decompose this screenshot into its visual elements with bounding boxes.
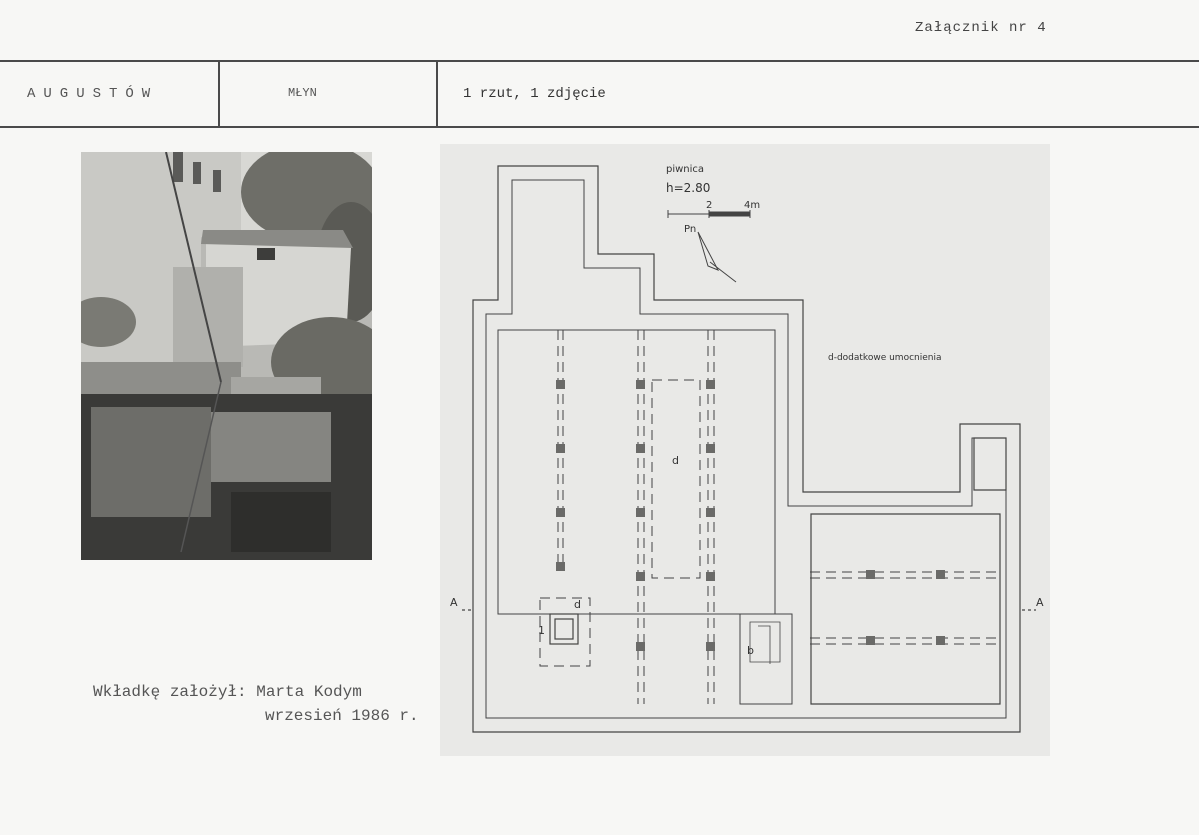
author-line: Wkładkę założył: Marta Kodym <box>93 683 362 701</box>
annex-label: Załącznik nr 4 <box>915 20 1047 36</box>
section-left-label: A <box>450 596 458 609</box>
height-label: h=2.80 <box>666 181 710 195</box>
pillars <box>556 380 945 651</box>
level-label: piwnica <box>666 164 704 175</box>
reinforcement-lines <box>539 330 1000 704</box>
header-object-cell: MŁYN <box>220 62 438 126</box>
object-label: MŁYN <box>288 86 317 100</box>
header-place-cell: AUGUSTÓW <box>0 62 220 126</box>
floor-plan: piwnica h=2.80 2 4m Pn d-dodatkowe umocn… <box>440 144 1050 756</box>
mill-photo <box>81 152 372 560</box>
section-right-label: A <box>1036 596 1044 609</box>
label-d-chamber: d <box>574 598 581 611</box>
place-label: AUGUSTÓW <box>27 86 159 102</box>
label-1: 1 <box>538 624 545 637</box>
label-b: b <box>747 644 754 657</box>
north-arrow-icon <box>697 231 737 283</box>
legend-text: d-dodatkowe umocnienia <box>828 353 941 363</box>
contents-label: 1 rzut, 1 zdjęcie <box>463 86 606 102</box>
label-d-center: d <box>672 454 679 467</box>
scale-mid-label: 2 <box>706 200 712 211</box>
author-note: Wkładkę założył: Marta Kodym wrzesień 19… <box>93 680 419 728</box>
header-contents-cell: 1 rzut, 1 zdjęcie <box>438 62 1199 126</box>
north-label: Pn <box>684 224 696 235</box>
outer-walls <box>472 165 1021 733</box>
header-table: AUGUSTÓW MŁYN 1 rzut, 1 zdjęcie <box>0 60 1199 128</box>
scale-bar <box>667 210 751 218</box>
scale-end-label: 4m <box>744 200 760 211</box>
date-line: wrzesień 1986 r. <box>265 707 419 725</box>
